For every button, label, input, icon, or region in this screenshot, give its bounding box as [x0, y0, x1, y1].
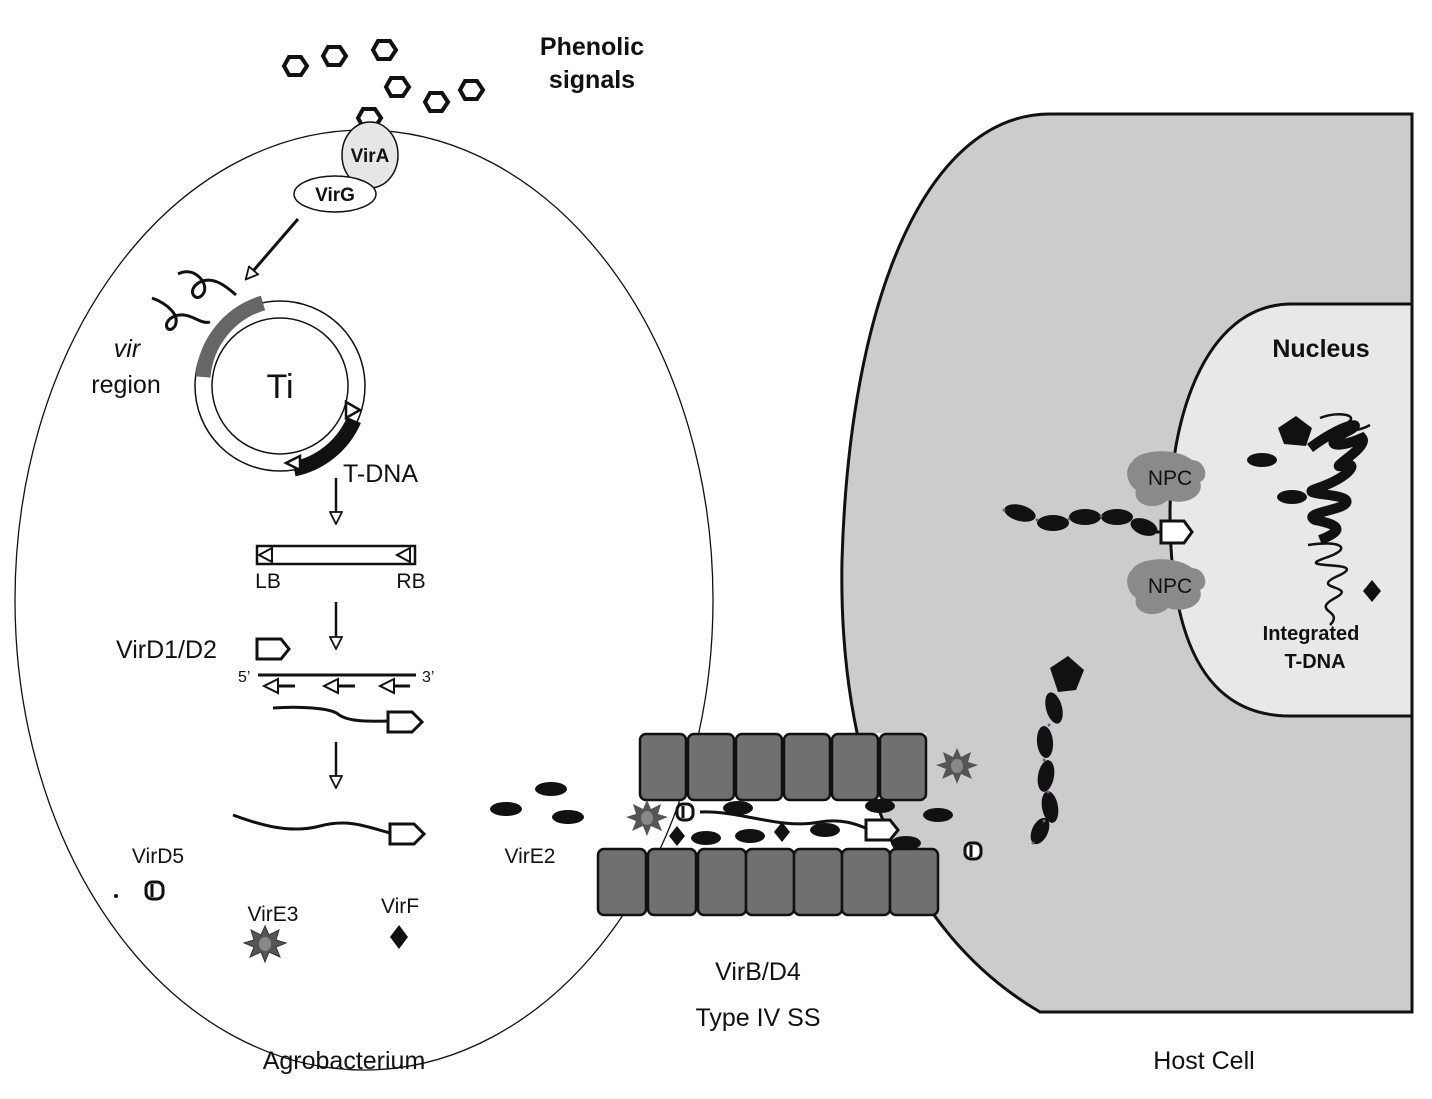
virf-icon — [390, 925, 408, 949]
region-label: region — [91, 371, 161, 399]
virbd4-label: VirB/D4 — [715, 958, 801, 986]
host-cell-label: Host Cell — [1153, 1047, 1254, 1075]
channel-cargo — [626, 748, 983, 861]
type4ss-channel — [596, 732, 940, 917]
npc-bottom-label: NPC — [1148, 575, 1192, 598]
vird5-label: VirD5 — [132, 845, 184, 868]
nucleus-label: Nucleus — [1272, 335, 1369, 363]
hexagon-icon — [457, 79, 486, 101]
vird1d2-label: VirD1/D2 — [116, 636, 217, 664]
vird2-in-pore-icon — [1159, 519, 1194, 545]
vire2-label: VirE2 — [505, 845, 556, 868]
tcomplex-at-npc — [1002, 504, 1162, 536]
hexagon-icon — [370, 39, 399, 61]
vire2-icons — [490, 782, 584, 824]
phenolic-label-line1: Phenolic — [540, 33, 644, 61]
membrane-dot — [114, 894, 118, 898]
phenolic-label-line2: signals — [549, 66, 635, 94]
lb-border-icon — [283, 453, 302, 473]
nucleus — [1168, 302, 1414, 718]
integrated-label-line2: T-DNA — [1284, 651, 1345, 673]
vira-label: VirA — [351, 146, 390, 167]
hexagon-icon — [320, 45, 349, 67]
vire3-label: VirE3 — [248, 903, 299, 926]
lb-label: LB — [255, 570, 281, 593]
vird5-icon — [144, 880, 165, 901]
virg-dna-coils — [151, 270, 237, 331]
virg-label: VirG — [315, 185, 355, 206]
tdna-double-strand — [255, 544, 417, 566]
rb-border-icon — [344, 399, 363, 421]
type4ss-label: Type IV SS — [695, 1004, 820, 1032]
integrated-tdna — [1247, 413, 1381, 626]
virf-label: VirF — [381, 895, 419, 918]
tstrand-virD2-1 — [272, 705, 425, 734]
vir-region-arc — [195, 295, 266, 378]
activation-arrow — [247, 218, 300, 278]
hexagon-icon — [422, 91, 451, 113]
tstrand-virD2-2 — [232, 813, 427, 846]
tdna-arc — [292, 416, 361, 477]
phenolic-signal-icons — [281, 39, 486, 129]
ti-label: Ti — [266, 368, 293, 406]
npc-bottom — [1127, 559, 1206, 615]
hexagon-icon — [383, 76, 412, 98]
rb-label: RB — [396, 570, 425, 593]
ti-plasmid — [194, 295, 366, 477]
vird2-pentagon-icon — [255, 637, 291, 661]
vir-italic-label: vir — [114, 335, 142, 363]
vire3-icon — [242, 924, 288, 964]
tcomplex-cytoplasm — [1030, 656, 1084, 845]
virg-protein — [293, 175, 377, 213]
five-prime-label: 5’ — [238, 669, 250, 686]
agrobacterium-cell — [14, 129, 714, 1071]
npc-top-label: NPC — [1148, 467, 1192, 490]
tdna-label: T-DNA — [343, 460, 418, 488]
integrated-label-line1: Integrated — [1263, 623, 1360, 645]
three-prime-label: 3’ — [422, 669, 434, 686]
agrobacterium-label: Agrobacterium — [263, 1047, 426, 1075]
hexagon-icon — [281, 55, 310, 77]
tdna-nicking — [258, 673, 416, 695]
npc-top — [1127, 451, 1206, 507]
